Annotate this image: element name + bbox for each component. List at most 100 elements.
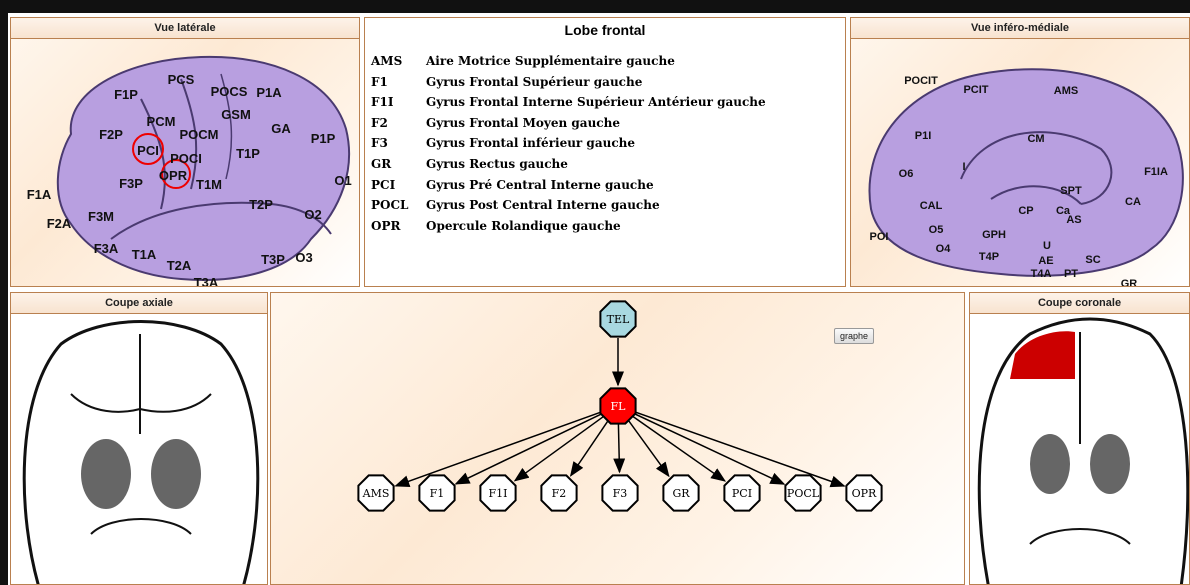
medial-label: CAL: [920, 200, 943, 212]
coronal-cut-title: Coupe coronale: [970, 293, 1189, 314]
coronal-cut-panel: Coupe coronale: [969, 292, 1190, 585]
window-left-bar: [0, 0, 8, 585]
tel-label: TEL: [607, 313, 630, 326]
gr-label: GR: [672, 487, 690, 500]
lateral-label: O3: [295, 250, 312, 265]
legend-name: Aire Motrice Supplémentaire gauche: [426, 54, 675, 75]
pocl-label: POCL: [787, 487, 820, 500]
legend-name: Gyrus Post Central Interne gauche: [426, 198, 660, 219]
medial-label: GPH: [982, 229, 1006, 241]
legend-code: F1: [371, 75, 426, 96]
graph-panel: graphe TELFLAMSF1F1IF2F3GRPCIPOCLOPR: [270, 292, 965, 585]
legend-code: F2: [371, 116, 426, 137]
lateral-label: T1A: [132, 247, 157, 262]
medial-label: F1IA: [1144, 166, 1168, 178]
graph-edge: [618, 424, 619, 472]
graph-edge: [634, 414, 784, 484]
highlight-region: [1010, 331, 1075, 379]
lateral-label: PCI: [137, 143, 159, 158]
lateral-label: O2: [304, 207, 321, 222]
fl-label: FL: [611, 400, 627, 413]
medial-label: AMS: [1054, 85, 1078, 97]
lateral-label: T2P: [249, 197, 273, 212]
medial-label: AE: [1038, 255, 1053, 267]
lateral-label: GSM: [221, 107, 251, 122]
lobe-title: Lobe frontal: [365, 22, 845, 38]
lateral-label: T2A: [167, 258, 192, 273]
lateral-label: F1P: [114, 87, 138, 102]
lateral-label: T1M: [196, 177, 222, 192]
lateral-label: GA: [271, 121, 291, 136]
legend-code: POCL: [371, 198, 426, 219]
coronal-cut-image: [970, 314, 1190, 585]
legend-name: Opercule Rolandique gauche: [426, 219, 621, 240]
lateral-label: T3A: [194, 275, 219, 287]
axial-cut-image: [11, 314, 268, 585]
lateral-label: POCS: [211, 84, 248, 99]
lateral-label: P1A: [256, 85, 282, 100]
legend-name: Gyrus Frontal inférieur gauche: [426, 136, 635, 157]
medial-view-title: Vue inféro-médiale: [851, 18, 1189, 39]
pci-label: PCI: [732, 487, 752, 500]
lateral-label: F3A: [94, 241, 119, 256]
legend-name: Gyrus Rectus gauche: [426, 157, 568, 178]
medial-label: P1I: [915, 130, 932, 142]
window-top-bar: [0, 0, 1190, 13]
opr-label: OPR: [852, 487, 877, 500]
f2-label: F2: [552, 487, 567, 500]
graph-edge: [629, 421, 669, 476]
legend-code: OPR: [371, 219, 426, 240]
medial-label: PT: [1064, 268, 1078, 280]
legend-name: Gyrus Pré Central Interne gauche: [426, 178, 654, 199]
medial-label: SPT: [1060, 185, 1082, 197]
lateral-label: T3P: [261, 252, 285, 267]
legend-name: Gyrus Frontal Supérieur gauche: [426, 75, 642, 96]
medial-label: SC: [1085, 254, 1100, 266]
medial-label: PCIT: [963, 84, 988, 96]
f1-label: F1: [430, 487, 445, 500]
lateral-label: F1A: [27, 187, 52, 202]
ams-label: AMS: [362, 487, 390, 500]
lateral-label: F2P: [99, 127, 123, 142]
graph-edge: [633, 416, 725, 481]
medial-label: O4: [936, 243, 952, 255]
legend-name: Gyrus Frontal Interne Supérieur Antérieu…: [426, 95, 766, 116]
medial-label: O6: [899, 168, 914, 180]
legend-row: F3Gyrus Frontal inférieur gauche: [371, 136, 766, 157]
lateral-label: OPR: [159, 168, 188, 183]
medial-label: CA: [1125, 196, 1141, 208]
lateral-label: F3M: [88, 209, 114, 224]
lateral-label: POCI: [170, 151, 202, 166]
lateral-brain-image: PCSPOCSP1AF1PPCMGSMGAP1PF2PPOCMT1PPOCIPC…: [11, 39, 360, 287]
f3-label: F3: [613, 487, 628, 500]
legend-code: AMS: [371, 54, 426, 75]
legend-row: POCLGyrus Post Central Interne gauche: [371, 198, 766, 219]
medial-label: POCIT: [904, 75, 938, 87]
lateral-label: F3P: [119, 176, 143, 191]
medial-label: CM: [1027, 133, 1044, 145]
legend-code: PCI: [371, 178, 426, 199]
lateral-label: POCM: [180, 127, 219, 142]
medial-label: T4P: [979, 251, 999, 263]
graph-edge: [456, 414, 602, 484]
lateral-label: P1P: [311, 131, 336, 146]
medial-label: O5: [929, 224, 944, 236]
lateral-view-title: Vue latérale: [11, 18, 359, 39]
lateral-label: O1: [334, 173, 351, 188]
medial-label: T4A: [1031, 268, 1052, 280]
axial-cut-panel: Coupe axiale: [10, 292, 268, 585]
legend-name: Gyrus Frontal Moyen gauche: [426, 116, 620, 137]
medial-label: CP: [1018, 205, 1033, 217]
axial-cut-title: Coupe axiale: [11, 293, 267, 314]
lateral-label: T1P: [236, 146, 260, 161]
